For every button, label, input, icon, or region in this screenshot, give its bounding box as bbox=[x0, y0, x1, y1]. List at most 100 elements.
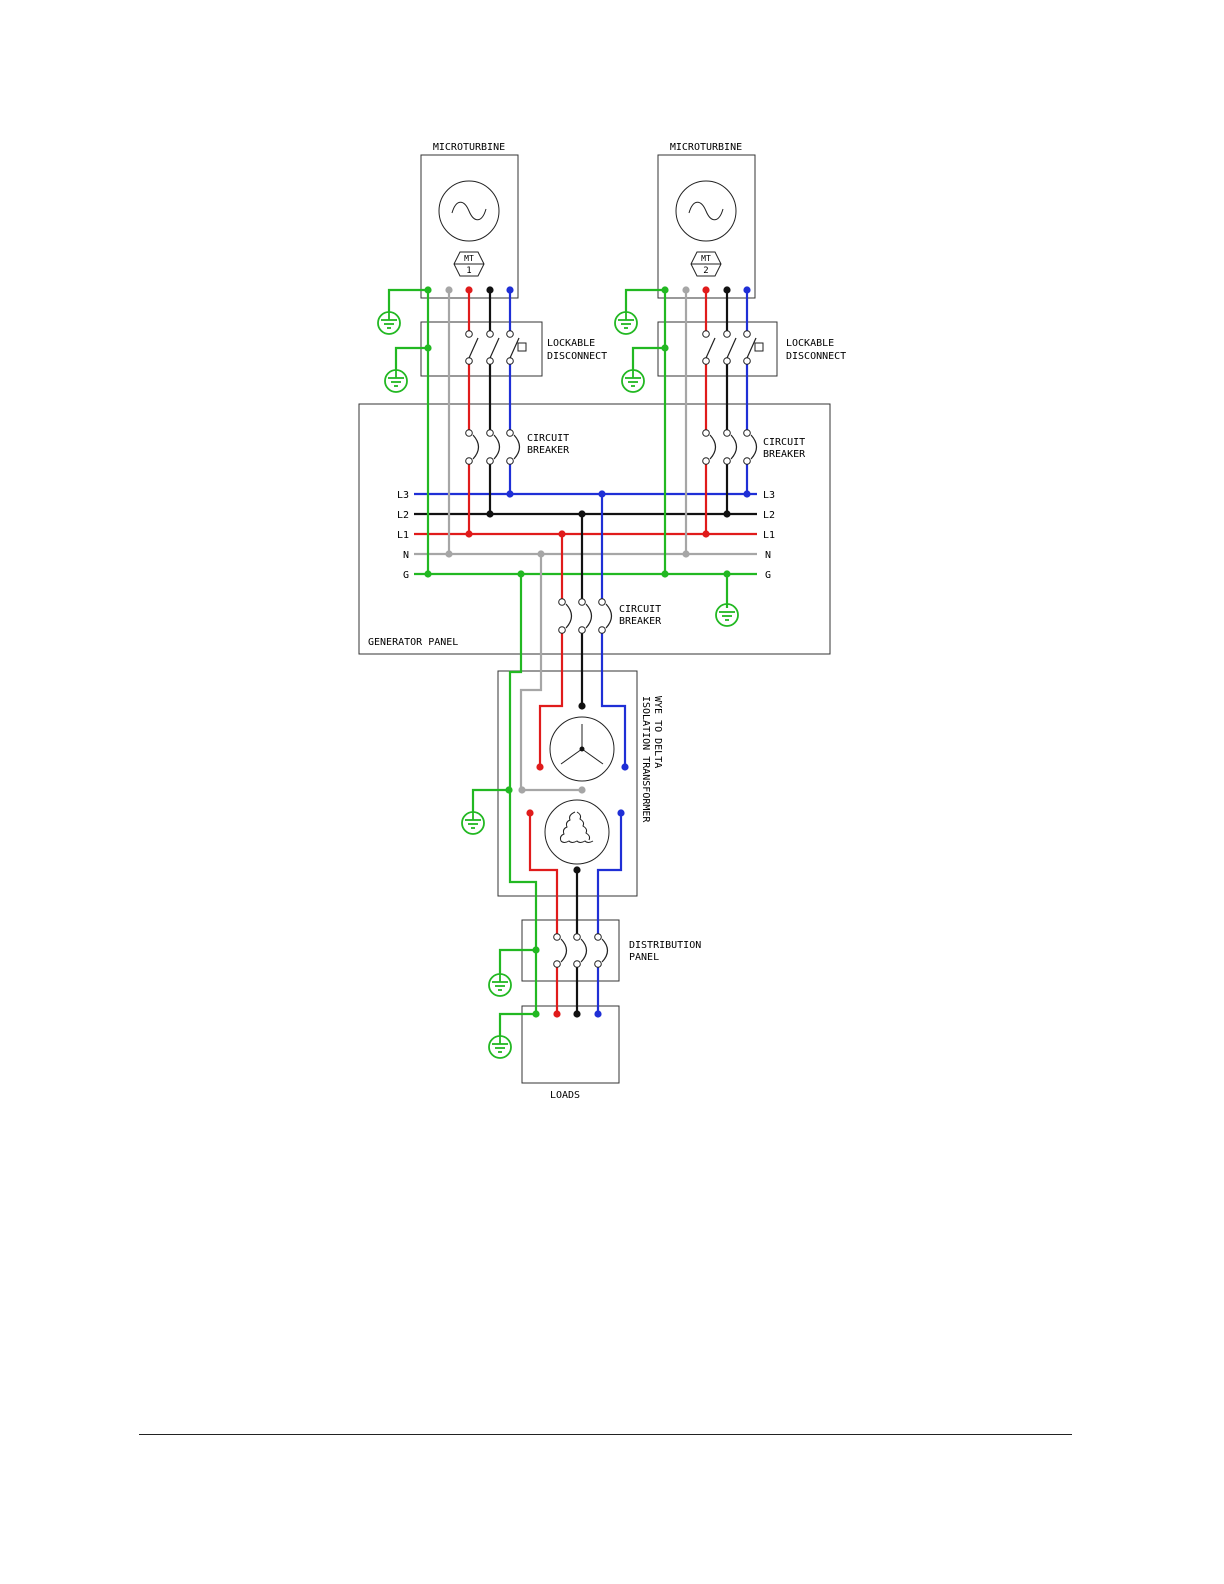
ground-lead bbox=[633, 348, 665, 370]
breaker-icon bbox=[586, 604, 592, 628]
ground-lead bbox=[626, 290, 665, 312]
microturbine-1-title: MICROTURBINE bbox=[433, 142, 505, 153]
bus-left-g: G bbox=[403, 570, 409, 581]
terminal bbox=[559, 627, 566, 634]
breaker-icon bbox=[731, 435, 737, 459]
bus-right-l3: L3 bbox=[763, 490, 775, 501]
microturbine-1-box bbox=[421, 155, 518, 298]
mt-1-tag-num: 1 bbox=[466, 266, 471, 276]
breaker-3-label-2: BREAKER bbox=[619, 616, 662, 627]
transformer-label-2: ISOLATION TRANSFORMER bbox=[640, 696, 651, 823]
breaker-icon bbox=[566, 604, 572, 628]
ground-run bbox=[510, 574, 536, 1014]
terminal bbox=[554, 934, 561, 941]
junction-dot bbox=[506, 286, 513, 293]
bus-left-n: N bbox=[403, 550, 409, 561]
generator-panel-box bbox=[359, 404, 830, 654]
junction-dot bbox=[578, 786, 585, 793]
junction-dot bbox=[536, 763, 543, 770]
terminal bbox=[579, 599, 586, 606]
terminal bbox=[595, 961, 602, 968]
terminal bbox=[703, 430, 710, 437]
terminal bbox=[466, 458, 473, 465]
disconnect-1-label-1: LOCKABLE bbox=[547, 338, 595, 349]
generator-panel-label: GENERATOR PANEL bbox=[368, 637, 458, 648]
breaker-icon bbox=[561, 939, 567, 962]
terminal bbox=[487, 430, 494, 437]
terminal bbox=[744, 331, 751, 338]
switch-icon bbox=[706, 338, 715, 358]
terminal bbox=[466, 358, 473, 365]
terminal bbox=[574, 961, 581, 968]
terminal bbox=[507, 430, 514, 437]
junction-dot bbox=[682, 550, 689, 557]
junction-dot bbox=[465, 530, 472, 537]
footer-rule bbox=[139, 1434, 1072, 1435]
breaker-icon bbox=[602, 939, 608, 962]
breaker-icon bbox=[473, 435, 479, 459]
terminal bbox=[559, 599, 566, 606]
microturbine-2-title: MICROTURBINE bbox=[670, 142, 742, 153]
terminal bbox=[507, 358, 514, 365]
breaker-3-label-1: CIRCUIT bbox=[619, 604, 661, 615]
junction-dot bbox=[702, 530, 709, 537]
ac-source-icon bbox=[439, 181, 499, 241]
junction-dot bbox=[445, 286, 452, 293]
microturbine-2-box bbox=[658, 155, 755, 298]
delta-winding-icon bbox=[545, 800, 609, 864]
breaker-2-label-2: BREAKER bbox=[763, 449, 806, 460]
ground-lead bbox=[389, 290, 428, 312]
terminal bbox=[703, 331, 710, 338]
junction-dot bbox=[573, 1010, 580, 1017]
terminal bbox=[579, 627, 586, 634]
breaker-icon bbox=[514, 435, 520, 459]
ground-lead bbox=[473, 790, 509, 812]
terminal bbox=[466, 331, 473, 338]
junction-dot bbox=[465, 286, 472, 293]
bus-right-g: G bbox=[765, 570, 771, 581]
junction-dot bbox=[743, 286, 750, 293]
bus-right-l2: L2 bbox=[763, 510, 775, 521]
breaker-icon bbox=[494, 435, 500, 459]
junction-dot bbox=[621, 763, 628, 770]
junction-dot bbox=[594, 1010, 601, 1017]
terminal bbox=[744, 430, 751, 437]
terminal bbox=[744, 358, 751, 365]
terminal bbox=[554, 961, 561, 968]
breaker-icon bbox=[606, 604, 612, 628]
junction-dot bbox=[526, 809, 533, 816]
junction-dot bbox=[723, 510, 730, 517]
disconnect-2-label-2: DISCONNECT bbox=[786, 351, 846, 362]
terminal bbox=[703, 358, 710, 365]
terminal bbox=[574, 934, 581, 941]
disconnect-2-label-1: LOCKABLE bbox=[786, 338, 834, 349]
junction-dot bbox=[486, 510, 493, 517]
junction-dot bbox=[424, 570, 431, 577]
junction-dot bbox=[723, 286, 730, 293]
terminal bbox=[744, 458, 751, 465]
breaker-icon bbox=[751, 435, 757, 459]
terminal bbox=[599, 627, 606, 634]
wires-layer bbox=[389, 286, 757, 1036]
junction-dot bbox=[506, 490, 513, 497]
junction-dot bbox=[445, 550, 452, 557]
loads-label: LOADS bbox=[550, 1090, 580, 1101]
mt-2-tag-num: 2 bbox=[703, 266, 708, 276]
switch-icon bbox=[490, 338, 499, 358]
terminal bbox=[724, 358, 731, 365]
distribution-panel-label-1: DISTRIBUTION bbox=[629, 940, 701, 951]
secondary-l1 bbox=[530, 813, 557, 937]
terminal bbox=[487, 458, 494, 465]
junction-dot bbox=[573, 866, 580, 873]
terminal bbox=[595, 934, 602, 941]
terminal bbox=[599, 599, 606, 606]
junction-dot bbox=[578, 702, 585, 709]
junction-dot bbox=[702, 286, 709, 293]
primary-neutral bbox=[521, 554, 582, 790]
mt-2-tag-top: MT bbox=[701, 254, 711, 263]
ground-lead bbox=[500, 950, 536, 974]
bus-left-l2: L2 bbox=[397, 510, 409, 521]
junction-dot bbox=[617, 809, 624, 816]
terminal bbox=[703, 458, 710, 465]
